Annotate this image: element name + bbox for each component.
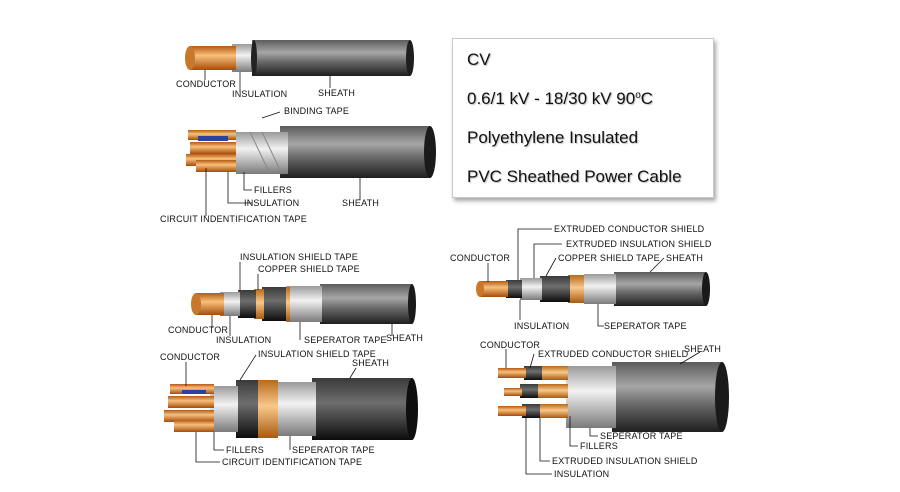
label-sheath-6: SHEATH: [684, 344, 721, 354]
cable-multi-core: [186, 111, 436, 216]
label-sheath-4: SHEATH: [352, 358, 389, 368]
info-code: CV: [467, 50, 491, 69]
label-sheath-5: SHEATH: [666, 253, 703, 263]
label-conductor-6: CONDUCTOR: [480, 340, 540, 350]
label-extruded-insulation-shield-6: EXTRUDED INSULATION SHIELD: [552, 456, 698, 466]
label-insulation-shield-tape-4: INSULATION SHIELD TAPE: [258, 349, 376, 359]
info-unit: C: [640, 89, 654, 108]
label-insulation-2: INSULATION: [244, 198, 299, 208]
label-extruded-conductor-shield-6: EXTRUDED CONDUCTOR SHIELD: [538, 349, 689, 359]
label-extruded-insulation-shield-5: EXTRUDED INSULATION SHIELD: [566, 239, 712, 249]
label-insulation-3: INSULATION: [216, 335, 271, 345]
info-insulation-type: Polyethylene Insulated: [467, 128, 639, 147]
label-conductor-4: CONDUCTOR: [160, 352, 220, 362]
cable-single-core: [185, 40, 414, 92]
cable-multi-core-shielded: [164, 354, 418, 463]
label-copper-shield-tape: COPPER SHIELD TAPE: [258, 264, 360, 274]
info-voltage-rating: 0.6/1 kV - 18/30 kV 90oC: [467, 90, 713, 107]
label-insulation-shield-tape: INSULATION SHIELD TAPE: [240, 252, 358, 262]
info-degree: o: [635, 90, 641, 101]
label-insulation: INSULATION: [232, 89, 287, 99]
cable-single-core-extruded: [476, 228, 710, 327]
label-conductor-3: CONDUCTOR: [168, 325, 228, 335]
label-fillers: FILLERS: [254, 185, 292, 195]
label-seperator-tape-6: SEPERATOR TAPE: [600, 431, 683, 441]
label-circuit-identification-tape-4: CIRCUIT IDENTIFICATION TAPE: [222, 457, 362, 467]
label-conductor: CONDUCTOR: [176, 79, 236, 89]
label-seperator-tape-4: SEPERATOR TAPE: [292, 445, 375, 455]
label-fillers-4: FILLERS: [226, 445, 264, 455]
label-seperator-tape-5: SEPERATOR TAPE: [604, 321, 687, 331]
label-sheath-2: SHEATH: [342, 198, 379, 208]
label-seperator-tape-3: SEPERATOR TAPE: [304, 335, 387, 345]
label-insulation-5: INSULATION: [514, 321, 569, 331]
cable-multi-core-extruded: [498, 349, 729, 475]
label-sheath: SHEATH: [318, 88, 355, 98]
label-conductor-5: CONDUCTOR: [450, 253, 510, 263]
info-voltage: 0.6/1 kV - 18/30 kV 90: [467, 89, 636, 108]
label-copper-shield-tape-5: COPPER SHIELD TAPE: [558, 253, 660, 263]
info-cable-type: PVC Sheathed Power Cable: [467, 167, 682, 186]
cable-info-box: CV 0.6/1 kV - 18/30 kV 90oC Polyethylene…: [452, 38, 714, 198]
label-sheath-3: SHEATH: [386, 333, 423, 343]
cable-single-core-shielded: [191, 262, 416, 340]
label-insulation-6: INSULATION: [554, 469, 609, 479]
label-fillers-6: FILLERS: [580, 441, 618, 451]
label-extruded-conductor-shield-5: EXTRUDED CONDUCTOR SHIELD: [554, 224, 705, 234]
label-circuit-identification-tape: CIRCUIT INDENTIFICATION TAPE: [160, 214, 307, 224]
label-binding-tape: BINDING TAPE: [284, 106, 349, 116]
